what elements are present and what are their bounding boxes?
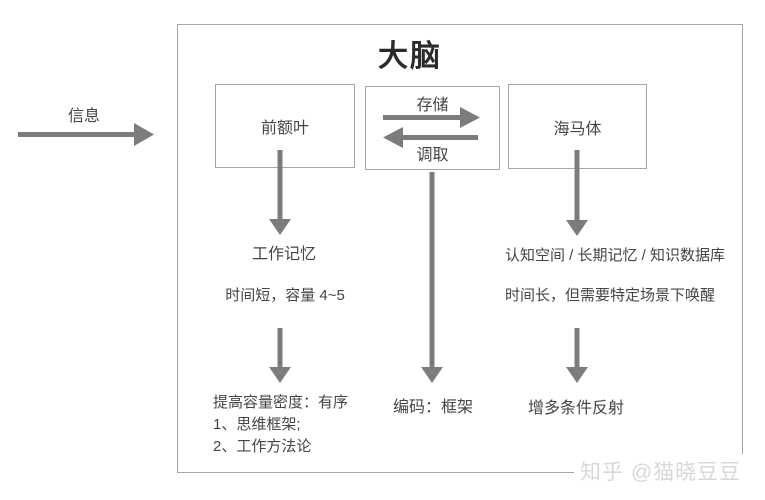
long-term-memory-label: 认知空间 / 长期记忆 / 知识数据库: [505, 247, 726, 264]
store-label: 存储: [416, 97, 449, 114]
long-term-memory-detail: 时间长，但需要特定场景下唤醒: [505, 287, 716, 304]
encoding-method-label: 编码：框架: [392, 399, 473, 416]
improvement-item-2: 2、工作方法论: [213, 438, 312, 455]
working-memory-label: 工作记忆: [251, 246, 316, 263]
info-right-arrow: [18, 123, 154, 146]
hippocampus-label: 海马体: [553, 120, 602, 138]
hippocampus-node: 海马体: [508, 84, 647, 169]
conditioned-reflex-label: 增多条件反射: [528, 400, 625, 417]
improvement-title: 提高容量密度：有序: [213, 394, 349, 411]
store-retrieve-node: 存储 调取: [365, 86, 500, 170]
prefrontal-lobe-label: 前额叶: [260, 120, 309, 137]
page-title: 大脑: [378, 40, 442, 73]
zhihu-watermark: 知乎 @猫晓豆豆: [574, 454, 748, 490]
info-input-label: 信息: [67, 108, 100, 125]
working-memory-detail: 时间短，容量 4~5: [225, 287, 345, 304]
prefrontal-lobe-node: 前额叶: [215, 84, 355, 168]
retrieve-label: 调取: [416, 147, 449, 164]
capacity-improvement-list: 提高容量密度：有序 1、思维框架; 2、工作方法论: [213, 392, 348, 458]
improvement-item-1: 1、思维框架;: [213, 416, 301, 433]
